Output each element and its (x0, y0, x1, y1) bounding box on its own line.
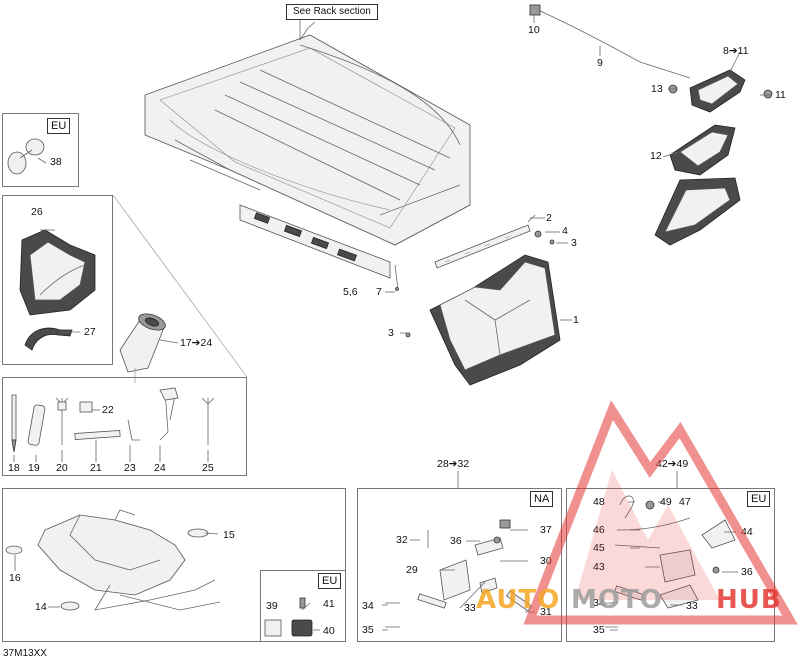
part-label-11: 11 (775, 89, 786, 101)
part-label-44: 44 (741, 526, 753, 538)
eu-tag-small: EU (318, 573, 342, 589)
tool-bag-drawing (19, 229, 96, 316)
part-label-30: 30 (540, 555, 552, 567)
eu-mirror-box (2, 113, 79, 187)
part-label-4: 4 (562, 225, 568, 237)
part-label-16: 16 (9, 572, 21, 584)
part-label-8-11: 8➔11 (723, 45, 749, 57)
part-label-21: 21 (90, 462, 102, 474)
part-label-22: 22 (102, 404, 114, 416)
part-label-35a: 35 (362, 624, 374, 636)
part-label-15: 15 (223, 529, 235, 541)
part-label-5-6: 5,6 (343, 286, 358, 298)
watermark-hub: HUB (716, 585, 782, 615)
part-label-24: 24 (154, 462, 166, 474)
luggage-rack-drawing (144, 21, 471, 246)
part-label-13: 13 (651, 83, 663, 95)
part-label-27: 27 (84, 326, 96, 338)
part-label-3b: 3 (388, 327, 394, 339)
eu-small-box (260, 570, 346, 642)
part-label-28-32: 28➔32 (437, 458, 470, 470)
part-label-2: 2 (546, 212, 552, 224)
part-label-48: 48 (593, 496, 605, 508)
part-label-46: 46 (593, 524, 605, 536)
part-label-1: 1 (573, 314, 579, 326)
watermark-moto: MOTO (571, 585, 663, 615)
reflector-strip-drawing (239, 204, 399, 291)
part-label-47: 47 (679, 496, 691, 508)
part-label-43: 43 (593, 561, 605, 573)
part-label-10: 10 (528, 24, 540, 36)
tools-box (2, 377, 247, 476)
part-label-35b: 35 (593, 624, 605, 636)
leader-lines (13, 14, 772, 631)
snowmobile-decals-box (2, 488, 346, 642)
part-label-18: 18 (8, 462, 20, 474)
part-label-20: 20 (56, 462, 68, 474)
watermark-auto: AUTO (476, 585, 561, 615)
tools-drawing (11, 387, 215, 453)
part-label-45: 45 (593, 542, 605, 554)
part-label-39: 39 (266, 600, 278, 612)
snow-flap-drawing (395, 230, 561, 386)
diagram-code: 37M13XX (3, 648, 47, 659)
part-label-33a: 33 (464, 602, 476, 614)
part-label-41: 41 (323, 598, 335, 610)
part-label-25: 25 (202, 462, 214, 474)
part-label-29: 29 (406, 564, 418, 576)
eu-small-parts-drawing (264, 597, 313, 637)
part-label-3a: 3 (571, 237, 577, 249)
part-label-17-24: 17➔24 (180, 337, 213, 349)
na-tag: NA (530, 491, 554, 507)
part-label-38: 38 (50, 156, 62, 168)
part-label-23: 23 (124, 462, 136, 474)
bottle-drawing (119, 313, 166, 373)
tool-bag-box (2, 195, 113, 365)
part-label-40: 40 (323, 625, 335, 637)
part-label-36a: 36 (450, 535, 462, 547)
part-label-19: 19 (28, 462, 40, 474)
strap-drawing (24, 327, 73, 351)
part-label-12: 12 (650, 150, 662, 162)
bracket-strip-drawing (434, 214, 536, 269)
see-rack-section-callout: See Rack section (286, 4, 378, 20)
eu-tag-mirror: EU (47, 118, 71, 134)
part-label-49: 49 (660, 496, 672, 508)
part-label-42-49: 42➔49 (656, 458, 689, 470)
part-label-14: 14 (35, 601, 47, 613)
taillight-assembly-drawing (529, 4, 773, 246)
part-label-26: 26 (31, 206, 43, 218)
part-label-36b: 36 (741, 566, 753, 578)
mirror-drawing (7, 138, 45, 175)
part-label-32: 32 (396, 534, 408, 546)
part-label-37: 37 (540, 524, 552, 536)
part-label-9: 9 (597, 57, 603, 69)
part-label-34a: 34 (362, 600, 374, 612)
snowmobile-drawing (5, 509, 221, 611)
eu-tag-panel: EU (747, 491, 771, 507)
watermark-text: AUTO MOTO HUB (476, 585, 796, 619)
part-label-7: 7 (376, 286, 382, 298)
